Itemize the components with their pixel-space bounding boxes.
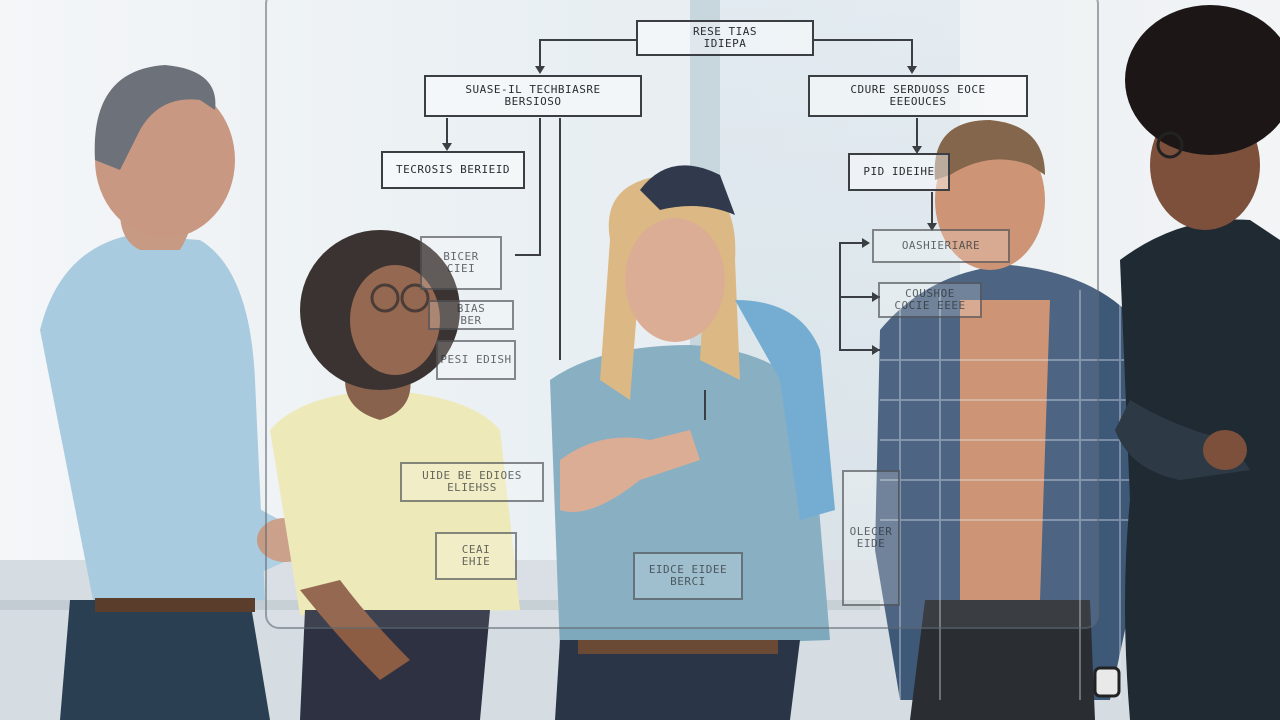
person-man-left [40,65,313,720]
flowchart-node-m1: UIDE BE EDIOES ELIEHSS [400,462,544,502]
glass-board [265,0,1099,629]
flowchart-node-l3: BICER CIEI [420,236,502,290]
flowchart-node-r3: OASHIERIARE [872,229,1010,263]
flowchart-node-top: RESE TIAS IDIEPA [636,20,814,56]
flowchart-node-left1: SUASE-IL TECHBIASRE BERSIOSO [424,75,642,117]
flowchart-node-m2: CEAI EHIE [435,532,517,580]
flowchart-node-left2: TECROSIS BERIEID [381,151,525,189]
person-man-plaid [875,120,1150,720]
flowchart-node-r4: COUSHOE COCIE EEEE [878,282,982,318]
flowchart-node-right2: PID IDEIHE [848,153,950,191]
flowchart-node-right1: CDURE SERDUOSS EOCE EEEOUCES [808,75,1028,117]
flowchart-node-m3: EIDCE EIDEE BERCI [633,552,743,600]
flowchart-node-r5: OLECER EIDE [842,470,900,606]
flowchart-node-l5: PESI EDISH [436,340,516,380]
person-woman-right [1115,5,1280,720]
flowchart-node-l4: BIAS BER [428,300,514,330]
person-woman-blonde [550,165,835,720]
